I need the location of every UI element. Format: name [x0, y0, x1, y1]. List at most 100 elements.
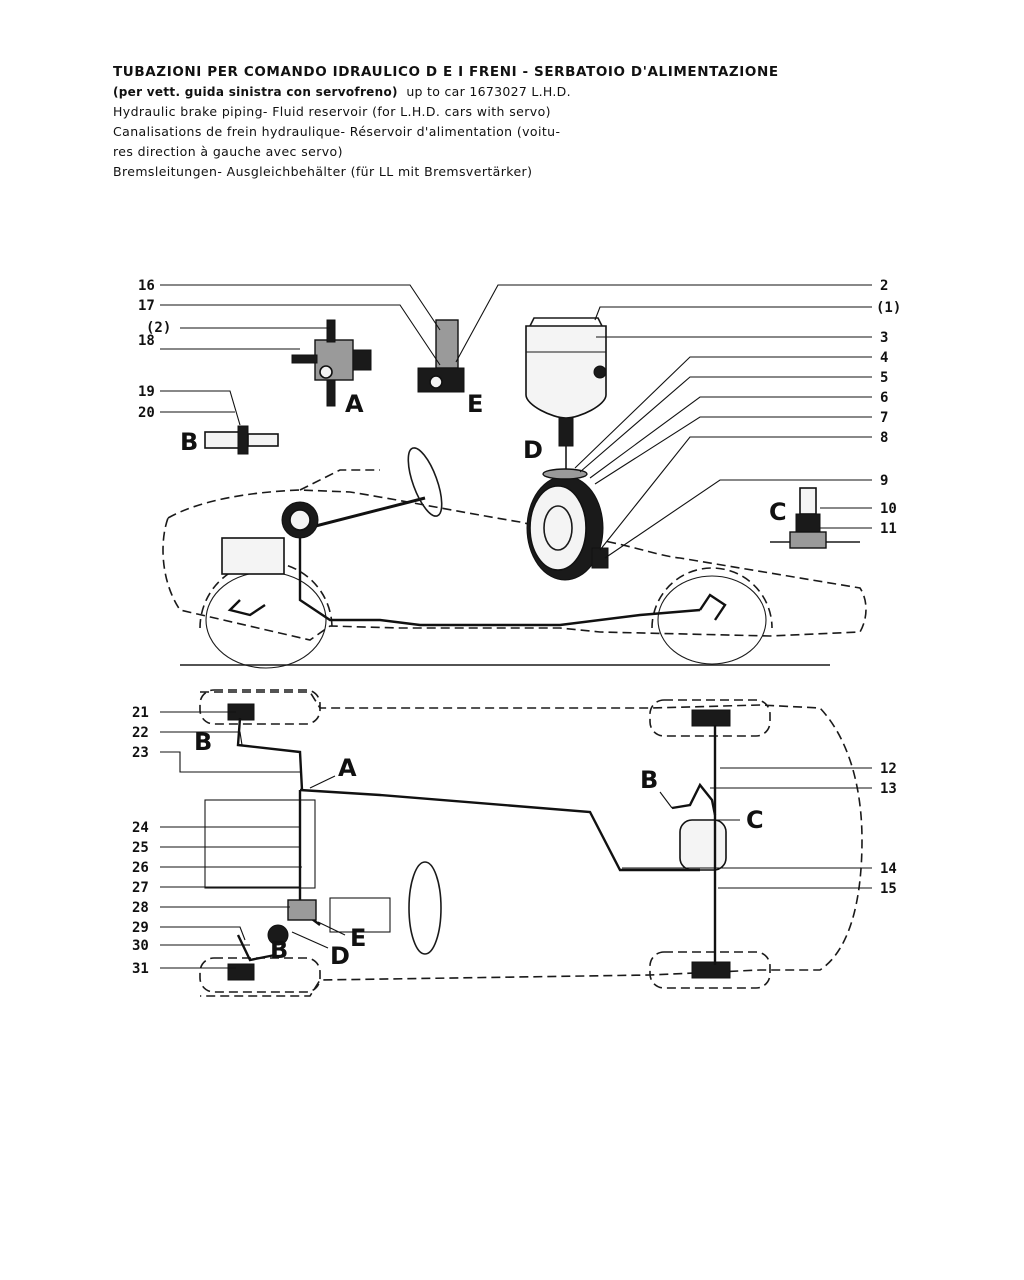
subtitle-italian: (per vett. guida sinistra con servofreno…: [113, 85, 398, 99]
callout-29: 29: [132, 920, 149, 936]
car-plan-view: [199, 689, 863, 997]
hose-fitting: [237, 425, 249, 455]
callout-12: 12: [880, 761, 897, 777]
front-right-wheel-well: [199, 957, 321, 993]
callout-21: 21: [132, 705, 149, 721]
leader-19: [160, 390, 241, 426]
plan-servo: [267, 924, 289, 946]
rear-brake-branch: [699, 593, 727, 621]
rear-wheel-arc: [651, 567, 773, 629]
callout-4: 4: [880, 350, 888, 366]
detail-b-hose: [204, 425, 279, 455]
callout-15: 15: [880, 881, 897, 897]
bracket-upper: [435, 319, 459, 369]
plan-steering-wheel: [408, 861, 442, 955]
callout-numbers: 16 17 (2) 18 19 20 2 (1) 3 4 5 6 7 8 9 1…: [132, 278, 901, 977]
plan-body-outline: [200, 691, 863, 997]
callout-16: 16: [138, 278, 155, 294]
detail-d-reservoir: [525, 317, 607, 470]
front-brake-branch: [227, 599, 266, 617]
engine-outline: [204, 799, 316, 889]
callout-27: 27: [132, 880, 149, 896]
plan-main-pipe: [299, 788, 700, 872]
letter-c-plan: C: [746, 806, 764, 834]
steering-column: [299, 496, 426, 532]
callout-18: 18: [138, 333, 155, 349]
gearbox-outline: [329, 897, 391, 933]
callout-c2: (2): [146, 320, 171, 336]
rear-right-brake: [691, 961, 731, 979]
leader-plan-d: [291, 931, 329, 949]
booster-hub: [543, 505, 573, 551]
union-fitting-right: [352, 349, 372, 371]
callout-30: 30: [132, 938, 149, 954]
leader-plan-a: [309, 775, 336, 789]
letter-b-plan-front: B: [194, 728, 212, 756]
detail-e-bracket: [417, 319, 465, 393]
callout-19: 19: [138, 384, 155, 400]
plan-front-right-pipe: [236, 934, 276, 962]
leader-22: [160, 731, 243, 746]
callout-6: 6: [880, 390, 888, 406]
callout-3: 3: [880, 330, 888, 346]
subtitle-car-range: up to car 1673027 L.H.D.: [406, 84, 571, 99]
letter-a-plan: A: [338, 754, 357, 782]
leader-6: [589, 396, 872, 479]
callout-17: 17: [138, 298, 155, 314]
union-fitting-top: [326, 319, 336, 343]
letter-c-upper: C: [769, 498, 787, 526]
leader-c1: [594, 306, 872, 321]
engine-block: [221, 537, 285, 575]
title-french-1: Canalisations de frein hydraulique- Rése…: [113, 124, 561, 139]
car-body-outline: [162, 489, 867, 641]
plan-rear-connector: [671, 782, 717, 816]
rear-left-wheel-well: [649, 699, 771, 737]
hose-body: [204, 431, 242, 449]
leader-2: [455, 284, 872, 363]
letter-b-upper: B: [180, 428, 198, 456]
leader-16: [160, 284, 441, 331]
letter-e-plan: E: [350, 924, 366, 952]
booster-valve: [591, 547, 609, 569]
callout-2: 2: [880, 278, 888, 294]
booster-strap: [542, 468, 588, 480]
callout-10: 10: [880, 501, 897, 517]
callout-11: 11: [880, 521, 897, 537]
steering-wheel: [407, 447, 443, 517]
front-right-brake: [227, 963, 255, 981]
reservoir-cap: [529, 317, 603, 327]
callout-9: 9: [880, 473, 888, 489]
callout-22: 22: [132, 725, 149, 741]
front-left-wheel-well: [199, 689, 321, 725]
reservoir-vent: [593, 365, 607, 379]
rear-union-tee: [789, 531, 827, 549]
leader-17: [160, 304, 441, 366]
leader-plan-b-rear: [659, 791, 673, 809]
letter-b-plan-bottom: B: [270, 936, 288, 964]
rear-union-valve: [799, 487, 817, 515]
rear-right-wheel-well: [649, 951, 771, 989]
letter-a-upper: A: [345, 390, 364, 418]
car-side-view: [162, 447, 867, 669]
subtitle-line: (per vett. guida sinistra con servofreno…: [113, 82, 833, 102]
plan-front-left-pipe: [236, 717, 304, 791]
leader-plan-e: [317, 921, 346, 936]
windscreen-outline: [299, 469, 380, 491]
leader-4: [574, 356, 872, 469]
callout-14: 14: [880, 861, 897, 877]
detail-a-union: [291, 319, 372, 407]
rear-differential: [679, 819, 727, 871]
title-italian: TUBAZIONI PER COMANDO IDRAULICO D E I FR…: [113, 64, 779, 80]
title-english: Hydraulic brake piping- Fluid reservoir …: [113, 104, 551, 119]
brake-pipe-run: [298, 538, 701, 627]
union-fitting-left: [291, 354, 318, 364]
bracket-bolt: [429, 375, 443, 389]
letter-d-plan: D: [330, 942, 350, 970]
rear-union-body: [795, 513, 821, 533]
callout-24: 24: [132, 820, 149, 836]
callout-c1: (1): [876, 300, 901, 316]
callout-23: 23: [132, 745, 149, 761]
callout-25: 25: [132, 840, 149, 856]
rear-left-brake: [691, 709, 731, 727]
